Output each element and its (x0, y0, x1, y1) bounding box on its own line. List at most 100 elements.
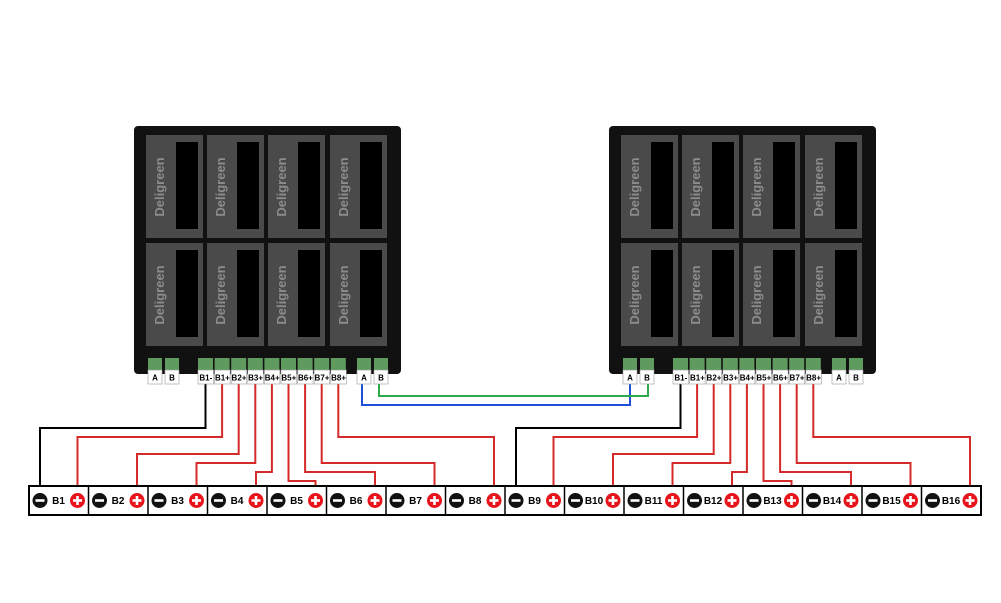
wire-layer (39, 384, 971, 493)
cell-label: B1 (52, 496, 65, 507)
balance-wire-b10-pos (612, 384, 715, 493)
balance-terminal-label-box (739, 369, 756, 385)
plus-sign-icon (195, 496, 198, 505)
comm-wire-a (361, 384, 631, 406)
cell-label: B12 (704, 496, 723, 507)
balance-wire-b2-pos (136, 384, 240, 493)
mosfet-module-r1-c4: Deligreen (330, 135, 387, 238)
balance-wire-b14-pos (779, 384, 852, 493)
minus-sign-icon (392, 499, 402, 502)
mosfet-module-r2-c4: Deligreen (805, 243, 862, 346)
brand-logo-text: Deligreen (274, 265, 289, 324)
balance-terminal-b8pos-label: B8+ (331, 374, 346, 383)
minus-sign-icon (95, 499, 104, 502)
battery-cell-b14: B14 (801, 486, 859, 515)
comm-connector-block (374, 358, 388, 370)
comm-terminal-label-box (848, 369, 864, 385)
balance-wire-b3-pos (195, 384, 257, 493)
minus-sign-icon (928, 499, 937, 502)
brand-logo-text: Deligreen (213, 157, 228, 216)
cell-label: B10 (585, 496, 604, 507)
ground-wire-b1-neg (515, 384, 682, 493)
battery-cell-b13: B13 (742, 486, 799, 515)
ground-wire-b1-neg (39, 384, 207, 493)
balance-terminal-label-box (280, 369, 297, 385)
battery-cell-b2: B2 (87, 486, 145, 515)
balance-connector-block (722, 358, 738, 370)
balance-terminal-label-box (705, 369, 723, 385)
balance-connector-block (789, 358, 805, 370)
cell-label: B11 (645, 496, 663, 507)
battery-cell-b16: B16 (920, 486, 978, 515)
balance-wire-b4-pos (255, 384, 273, 493)
mosfet-heatsink-slot (651, 142, 673, 229)
plus-sign-icon (909, 496, 912, 505)
balance-terminal-b8pos-label: B8+ (806, 374, 821, 383)
mosfet-heatsink-slot (298, 142, 320, 229)
brand-logo-text: Deligreen (336, 157, 351, 216)
battery-cell-b11: B11 (623, 486, 680, 515)
battery-cell-b10: B10 (563, 486, 621, 515)
minus-sign-icon (273, 499, 283, 502)
balance-connector-block (264, 358, 280, 370)
mosfet-module-r1-c3: Deligreen (743, 135, 800, 238)
mosfet-heatsink-slot (360, 142, 382, 229)
mosfet-module-r1-c1: Deligreen (146, 135, 203, 238)
brand-logo-text: Deligreen (688, 157, 703, 216)
plus-sign-icon (433, 496, 436, 505)
mosfet-module-r1-c1: Deligreen (621, 135, 678, 238)
cell-label: B15 (882, 496, 901, 507)
balance-terminal-label-box (788, 369, 806, 385)
cell-label: B5 (290, 496, 303, 507)
balance-terminal-label-box (805, 369, 822, 385)
comm-connector-block (849, 358, 863, 370)
balance-terminal-b5pos-label: B5+ (756, 374, 771, 383)
balance-terminal-label-box (722, 369, 739, 385)
plus-sign-icon (492, 496, 496, 505)
balance-wire-b11-pos (671, 384, 732, 493)
comm-connector-block (165, 358, 179, 370)
plus-sign-icon (790, 496, 793, 505)
comm-terminal-label-box (831, 369, 847, 385)
brand-logo-text: Deligreen (688, 265, 703, 324)
minus-sign-icon (214, 499, 223, 502)
brand-logo-text: Deligreen (811, 157, 826, 216)
balance-terminal-b1neg-label: B1- (199, 374, 212, 383)
balance-terminal-b7pos-label: B7+ (790, 374, 805, 383)
balance-connector-block (772, 358, 788, 370)
cell-label: B7 (409, 496, 422, 507)
mosfet-heatsink-slot (176, 142, 198, 229)
balance-terminal-label-box (313, 369, 331, 385)
comm-terminal-label-box (147, 369, 163, 385)
battery-cell-b8: B8 (444, 486, 502, 515)
balance-terminal-b2pos-label: B2+ (707, 374, 722, 383)
mosfet-module-r1-c2: Deligreen (207, 135, 264, 238)
mosfet-module-r2-c1: Deligreen (146, 243, 203, 346)
balance-terminal-label-box (297, 369, 314, 385)
balance-connector-block (330, 358, 346, 370)
minus-sign-icon (154, 499, 164, 502)
brand-logo-text: Deligreen (749, 265, 764, 324)
plus-sign-icon (730, 496, 734, 505)
plus-sign-icon (314, 496, 317, 505)
battery-cell-b12: B12 (682, 486, 740, 515)
mosfet-module-r2-c3: Deligreen (268, 243, 325, 346)
balance-terminal-label-box (672, 369, 689, 385)
balance-terminal-b2pos-label: B2+ (232, 374, 247, 383)
plus-sign-icon (76, 496, 79, 505)
plus-sign-icon (968, 496, 972, 505)
comm-connector-block (148, 358, 162, 370)
battery-cell-b9: B9 (504, 486, 561, 515)
balance-terminal-b3pos-label: B3+ (723, 374, 738, 383)
brand-logo-text: Deligreen (152, 157, 167, 216)
balance-wire-b8-pos (337, 384, 495, 493)
balance-terminal-b1neg-label: B1- (674, 374, 687, 383)
mosfet-heatsink-slot (237, 142, 259, 229)
mosfet-heatsink-slot (237, 250, 259, 337)
mosfet-module-r1-c4: Deligreen (805, 135, 862, 238)
plus-sign-icon (552, 496, 555, 505)
cell-label: B9 (528, 496, 541, 507)
plus-sign-icon (254, 496, 258, 505)
comm-terminal-a-label: A (836, 374, 842, 383)
cell-label: B6 (350, 496, 363, 507)
